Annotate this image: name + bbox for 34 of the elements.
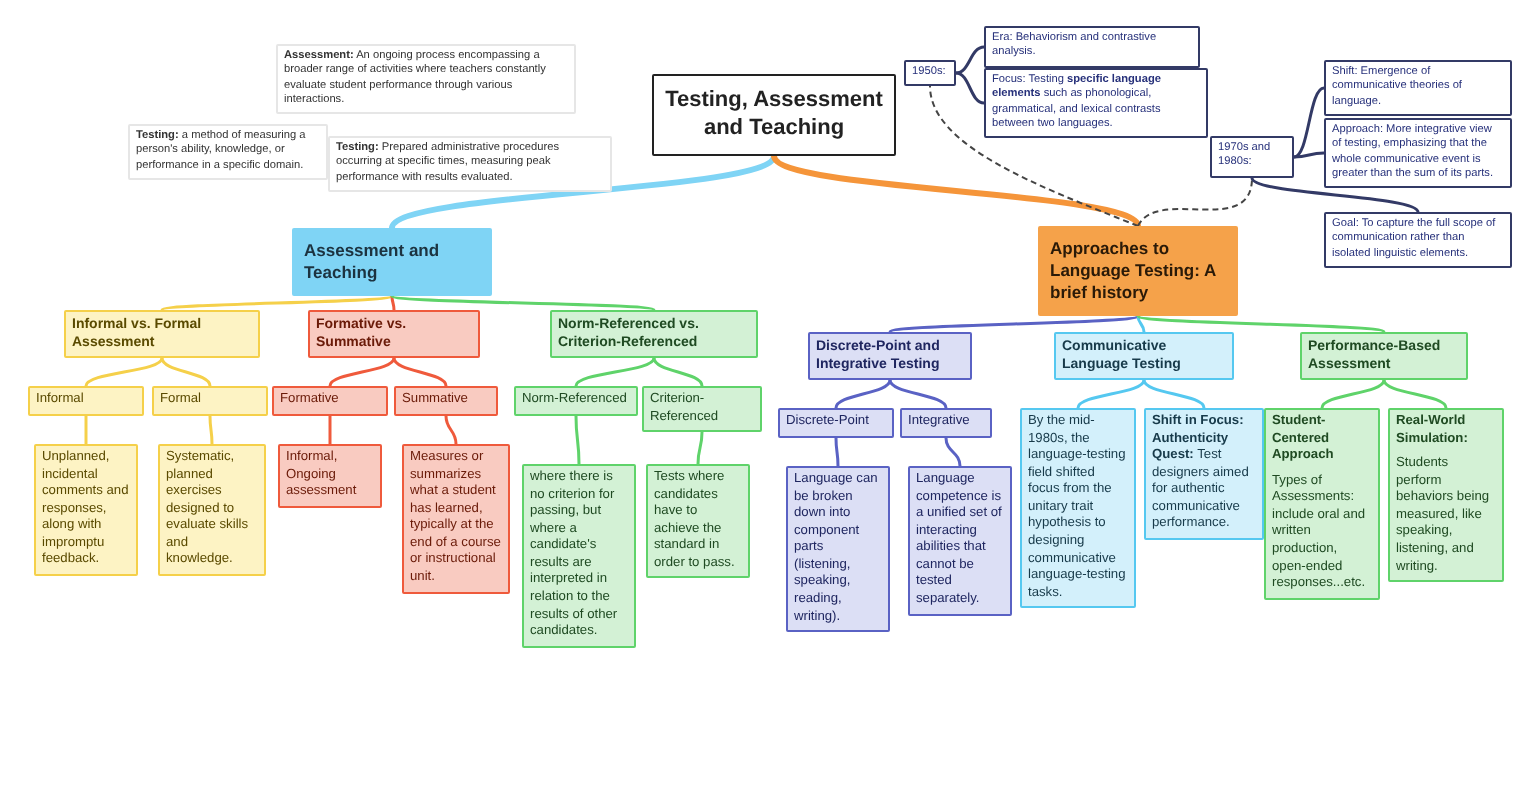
- central-topic-box: Testing, Assessment and Teaching: [652, 74, 896, 156]
- connector-line: [1142, 379, 1206, 409]
- topic-box: Approaches to Language Testing: A brief history: [1038, 226, 1238, 317]
- connector-line: [955, 71, 985, 105]
- connector-line: [1293, 86, 1325, 159]
- topic-box: Assessment and Teaching: [292, 228, 492, 297]
- connector-line: [574, 416, 581, 464]
- connector-line: [888, 379, 948, 409]
- connector-line: [696, 431, 704, 465]
- connector-line: [1136, 315, 1146, 333]
- connector-line: [1137, 314, 1385, 334]
- connector-line: [328, 416, 332, 444]
- connector-line: [391, 294, 655, 312]
- connector-line: [208, 416, 214, 444]
- connector-line: [444, 415, 458, 445]
- connector-line: [834, 438, 840, 466]
- connector-line: [771, 154, 1141, 228]
- connector-line: [160, 357, 212, 387]
- connector-line: [161, 294, 393, 312]
- connector-line: [84, 416, 88, 444]
- connector-line: [392, 357, 448, 387]
- connector-line: [834, 379, 892, 409]
- connector-line: [944, 437, 962, 467]
- connector-line: [389, 154, 777, 230]
- connector-line: [1382, 379, 1448, 409]
- connector-line: [574, 357, 656, 387]
- connector-line: [1293, 151, 1325, 159]
- connector-line: [1320, 379, 1386, 409]
- connector-line: [889, 314, 1139, 334]
- connector-line: [328, 357, 396, 387]
- connector-line: [955, 45, 985, 75]
- dashed-connector: [1137, 177, 1253, 227]
- dashed-connector: [929, 85, 1139, 227]
- connector-line: [84, 357, 164, 387]
